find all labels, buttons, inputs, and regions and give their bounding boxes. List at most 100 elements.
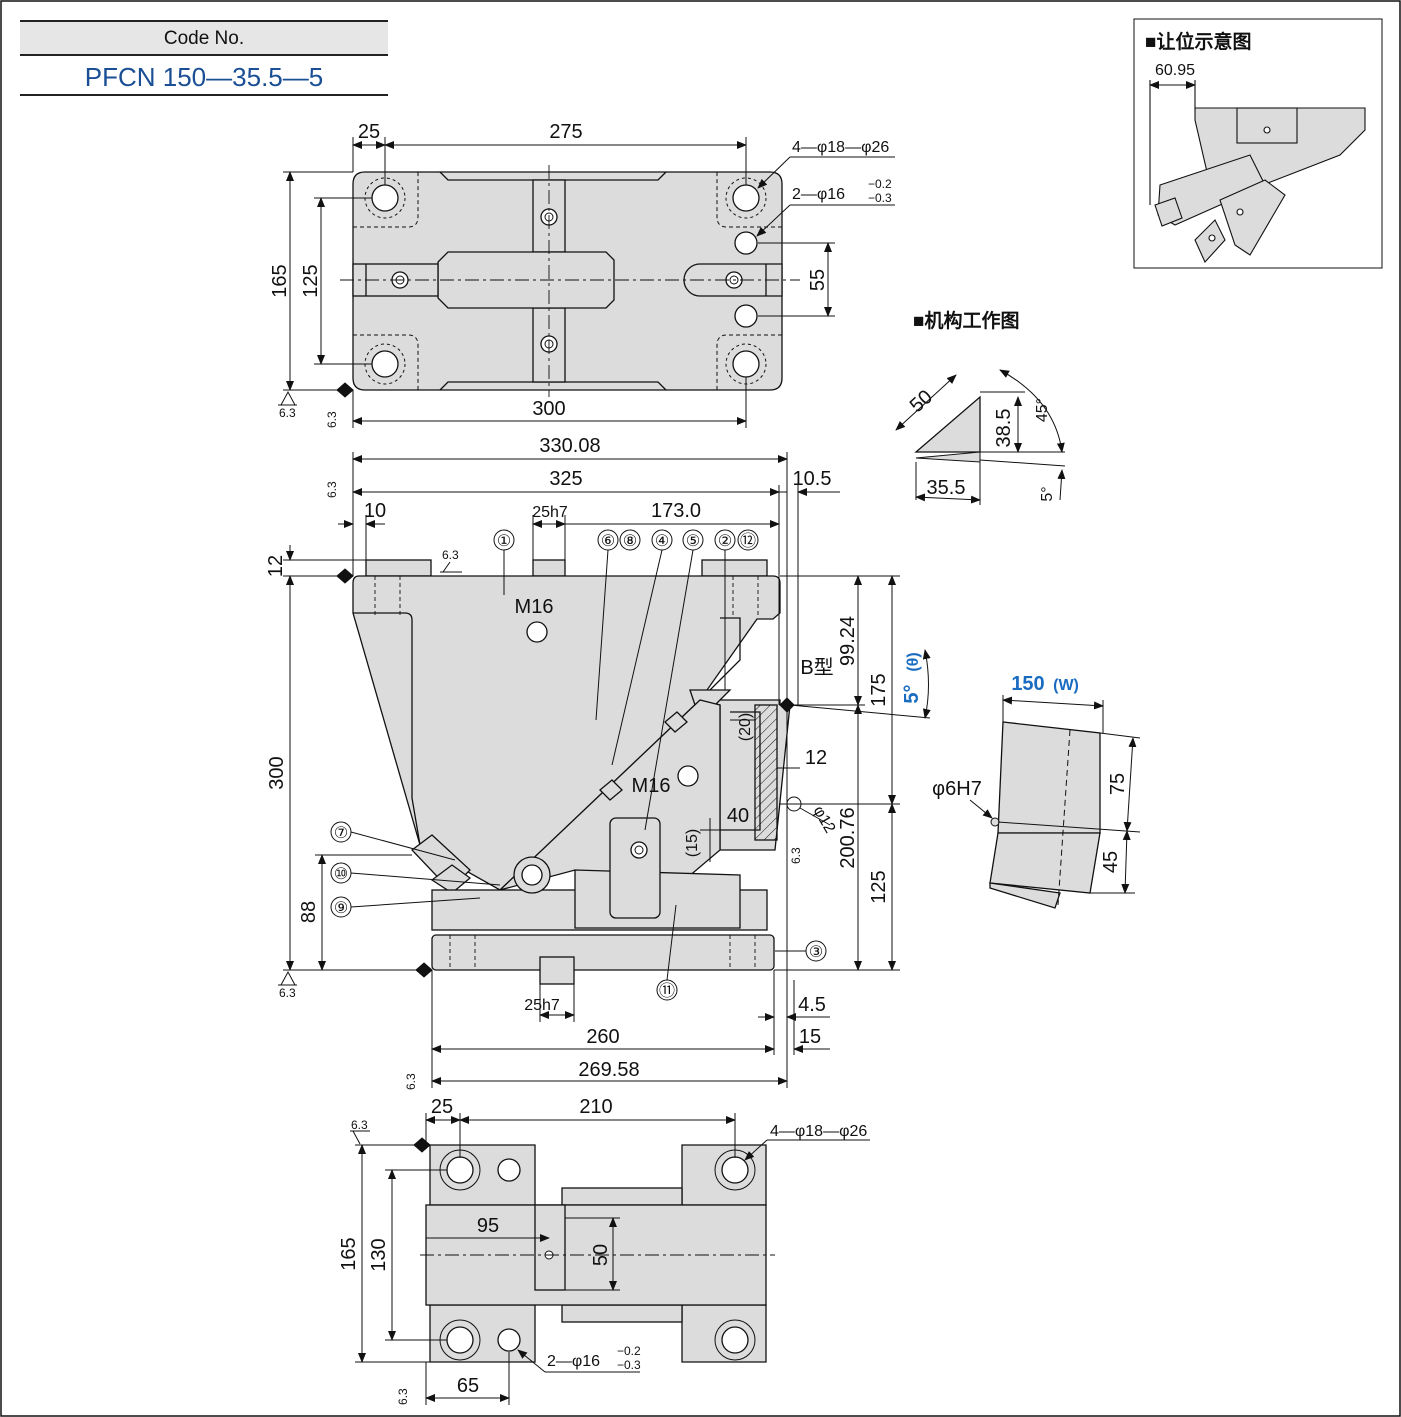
side-pin: φ6H7 bbox=[932, 778, 982, 800]
callout-5: ⑤ bbox=[686, 533, 700, 550]
top-view-dimensions bbox=[278, 137, 895, 428]
relief-title: ■让位示意图 bbox=[1145, 30, 1251, 53]
code-number-box: Code No. PFCN 150—35.5—5 bbox=[20, 20, 388, 96]
top-dim-125: 125 bbox=[300, 264, 322, 297]
callout-9: ⑨ bbox=[334, 900, 348, 917]
callout-7: ⑦ bbox=[334, 825, 348, 842]
front-dim-15: (15) bbox=[684, 829, 701, 857]
side-width-var: (W) bbox=[1053, 677, 1079, 694]
front-phi12: φ12 bbox=[809, 803, 838, 836]
callout-2: ② bbox=[718, 533, 732, 550]
bottom-holes-a: 4—φ18—φ26 bbox=[770, 1123, 867, 1140]
front-dim-99-24: 99.24 bbox=[837, 616, 859, 666]
mech-dim-38-5: 38.5 bbox=[993, 409, 1015, 448]
front-rough-3: 6.3 bbox=[442, 548, 459, 562]
front-dim-330-08: 330.08 bbox=[539, 435, 600, 457]
callout-8: ⑧ bbox=[623, 533, 637, 550]
top-dim-165: 165 bbox=[269, 264, 291, 297]
front-rough-4: 6.3 bbox=[789, 847, 803, 864]
front-dim-175: 175 bbox=[868, 673, 890, 706]
bottom-rough-1: 6.3 bbox=[351, 1118, 368, 1132]
callout-6: ⑥ bbox=[601, 533, 615, 550]
top-rough-2: 6.3 bbox=[325, 411, 339, 428]
bottom-dim-95: 95 bbox=[477, 1215, 499, 1237]
front-m16-top: M16 bbox=[515, 596, 554, 618]
code-label: Code No. bbox=[20, 20, 388, 56]
top-dim-55: 55 bbox=[807, 269, 829, 291]
side-view bbox=[989, 721, 1101, 909]
top-view bbox=[340, 165, 800, 397]
top-holes-b: 2—φ16 bbox=[792, 186, 845, 203]
relief-dim: 60.95 bbox=[1155, 62, 1195, 79]
mech-angle-45: 45° bbox=[1034, 398, 1051, 422]
mech-dim-50: 50 bbox=[906, 386, 937, 417]
front-dim-25h7: 25h7 bbox=[532, 504, 568, 521]
top-view-labels: 25 275 300 165 125 55 4—φ18—φ26 2—φ16 −0… bbox=[269, 121, 892, 428]
callout-1: ① bbox=[497, 533, 511, 550]
side-view-dimensions bbox=[969, 695, 1141, 894]
bottom-dim-165: 165 bbox=[338, 1237, 360, 1270]
front-dim-173: 173.0 bbox=[651, 500, 701, 522]
front-dim-15b: 15 bbox=[799, 1026, 821, 1048]
side-view-labels: 150 (W) φ6H7 75 45 bbox=[932, 673, 1129, 873]
side-width: 150 bbox=[1011, 673, 1044, 695]
top-tol-up: −0.2 bbox=[868, 177, 892, 191]
front-view-dimensions bbox=[278, 452, 931, 1088]
bottom-dim-25: 25 bbox=[431, 1096, 453, 1118]
front-dim-269-58: 269.58 bbox=[578, 1059, 639, 1081]
front-rough-5: 6.3 bbox=[404, 1073, 418, 1090]
front-dim-10: 10 bbox=[364, 500, 386, 522]
bottom-dim-50: 50 bbox=[590, 1244, 612, 1266]
bottom-dim-65: 65 bbox=[457, 1375, 479, 1397]
bottom-view-dimensions bbox=[350, 1113, 870, 1405]
front-view-labels: 330.08 325 10.5 10 25h7 173.0 12 300 88 … bbox=[265, 435, 923, 1090]
callout-11: ⑪ bbox=[659, 982, 675, 1000]
relief-diagram: ■让位示意图 60.95 bbox=[1133, 18, 1383, 269]
callout-10: ⑩ bbox=[334, 866, 348, 883]
top-rough-1: 6.3 bbox=[279, 406, 296, 420]
front-angle: 5° bbox=[901, 684, 923, 703]
front-dim-260: 260 bbox=[586, 1026, 619, 1048]
side-dim-75: 75 bbox=[1107, 773, 1129, 795]
bottom-view bbox=[420, 1144, 775, 1363]
front-dim-40: 40 bbox=[727, 805, 749, 827]
callout-12: ⑫ bbox=[740, 532, 756, 550]
top-dim-300: 300 bbox=[532, 398, 565, 420]
top-tol-dn: −0.3 bbox=[868, 191, 892, 205]
side-dim-45: 45 bbox=[1100, 851, 1122, 873]
top-dim-275: 275 bbox=[549, 121, 582, 143]
front-dim-12b: 12 bbox=[805, 747, 827, 769]
front-callouts bbox=[330, 529, 827, 1001]
front-dim-300: 300 bbox=[266, 756, 288, 789]
callout-4: ④ bbox=[655, 533, 669, 550]
front-dim-200-76: 200.76 bbox=[837, 807, 859, 868]
front-dim-25h7-bottom: 25h7 bbox=[524, 997, 560, 1014]
mech-angle-5: 5° bbox=[1039, 486, 1056, 501]
front-view bbox=[352, 559, 802, 985]
front-angle-var: (θ) bbox=[905, 652, 922, 671]
front-m16-mid: M16 bbox=[632, 775, 671, 797]
bottom-dim-130: 130 bbox=[368, 1238, 390, 1271]
bottom-tol-dn: −0.3 bbox=[617, 1358, 641, 1372]
bottom-rough-2: 6.3 bbox=[396, 1388, 410, 1405]
callout-3: ③ bbox=[809, 944, 823, 961]
mech-dim-35-5: 35.5 bbox=[927, 477, 966, 499]
front-rough-1: 6.3 bbox=[279, 986, 296, 1000]
front-rough-2: 6.3 bbox=[325, 481, 339, 498]
mechanism-title: ■机构工作图 bbox=[913, 309, 1019, 332]
top-holes-a: 4—φ18—φ26 bbox=[792, 139, 889, 156]
front-dim-20: (20) bbox=[737, 713, 754, 741]
front-dim-125: 125 bbox=[868, 870, 890, 903]
front-dim-12: 12 bbox=[265, 555, 287, 577]
bottom-dim-210: 210 bbox=[579, 1096, 612, 1118]
mechanism-diagram: ■机构工作图 50 38.5 35.5 45° 5° bbox=[895, 309, 1066, 505]
bottom-view-labels: 25 210 95 50 165 130 65 4—φ18—φ26 2—φ16 … bbox=[338, 1096, 867, 1405]
front-dim-88: 88 bbox=[298, 901, 320, 923]
bottom-holes-b: 2—φ16 bbox=[547, 1353, 600, 1370]
code-value: PFCN 150—35.5—5 bbox=[20, 58, 388, 96]
front-b-type: B型 bbox=[800, 656, 833, 679]
front-dim-325: 325 bbox=[549, 468, 582, 490]
front-dim-4-5: 4.5 bbox=[798, 994, 826, 1016]
